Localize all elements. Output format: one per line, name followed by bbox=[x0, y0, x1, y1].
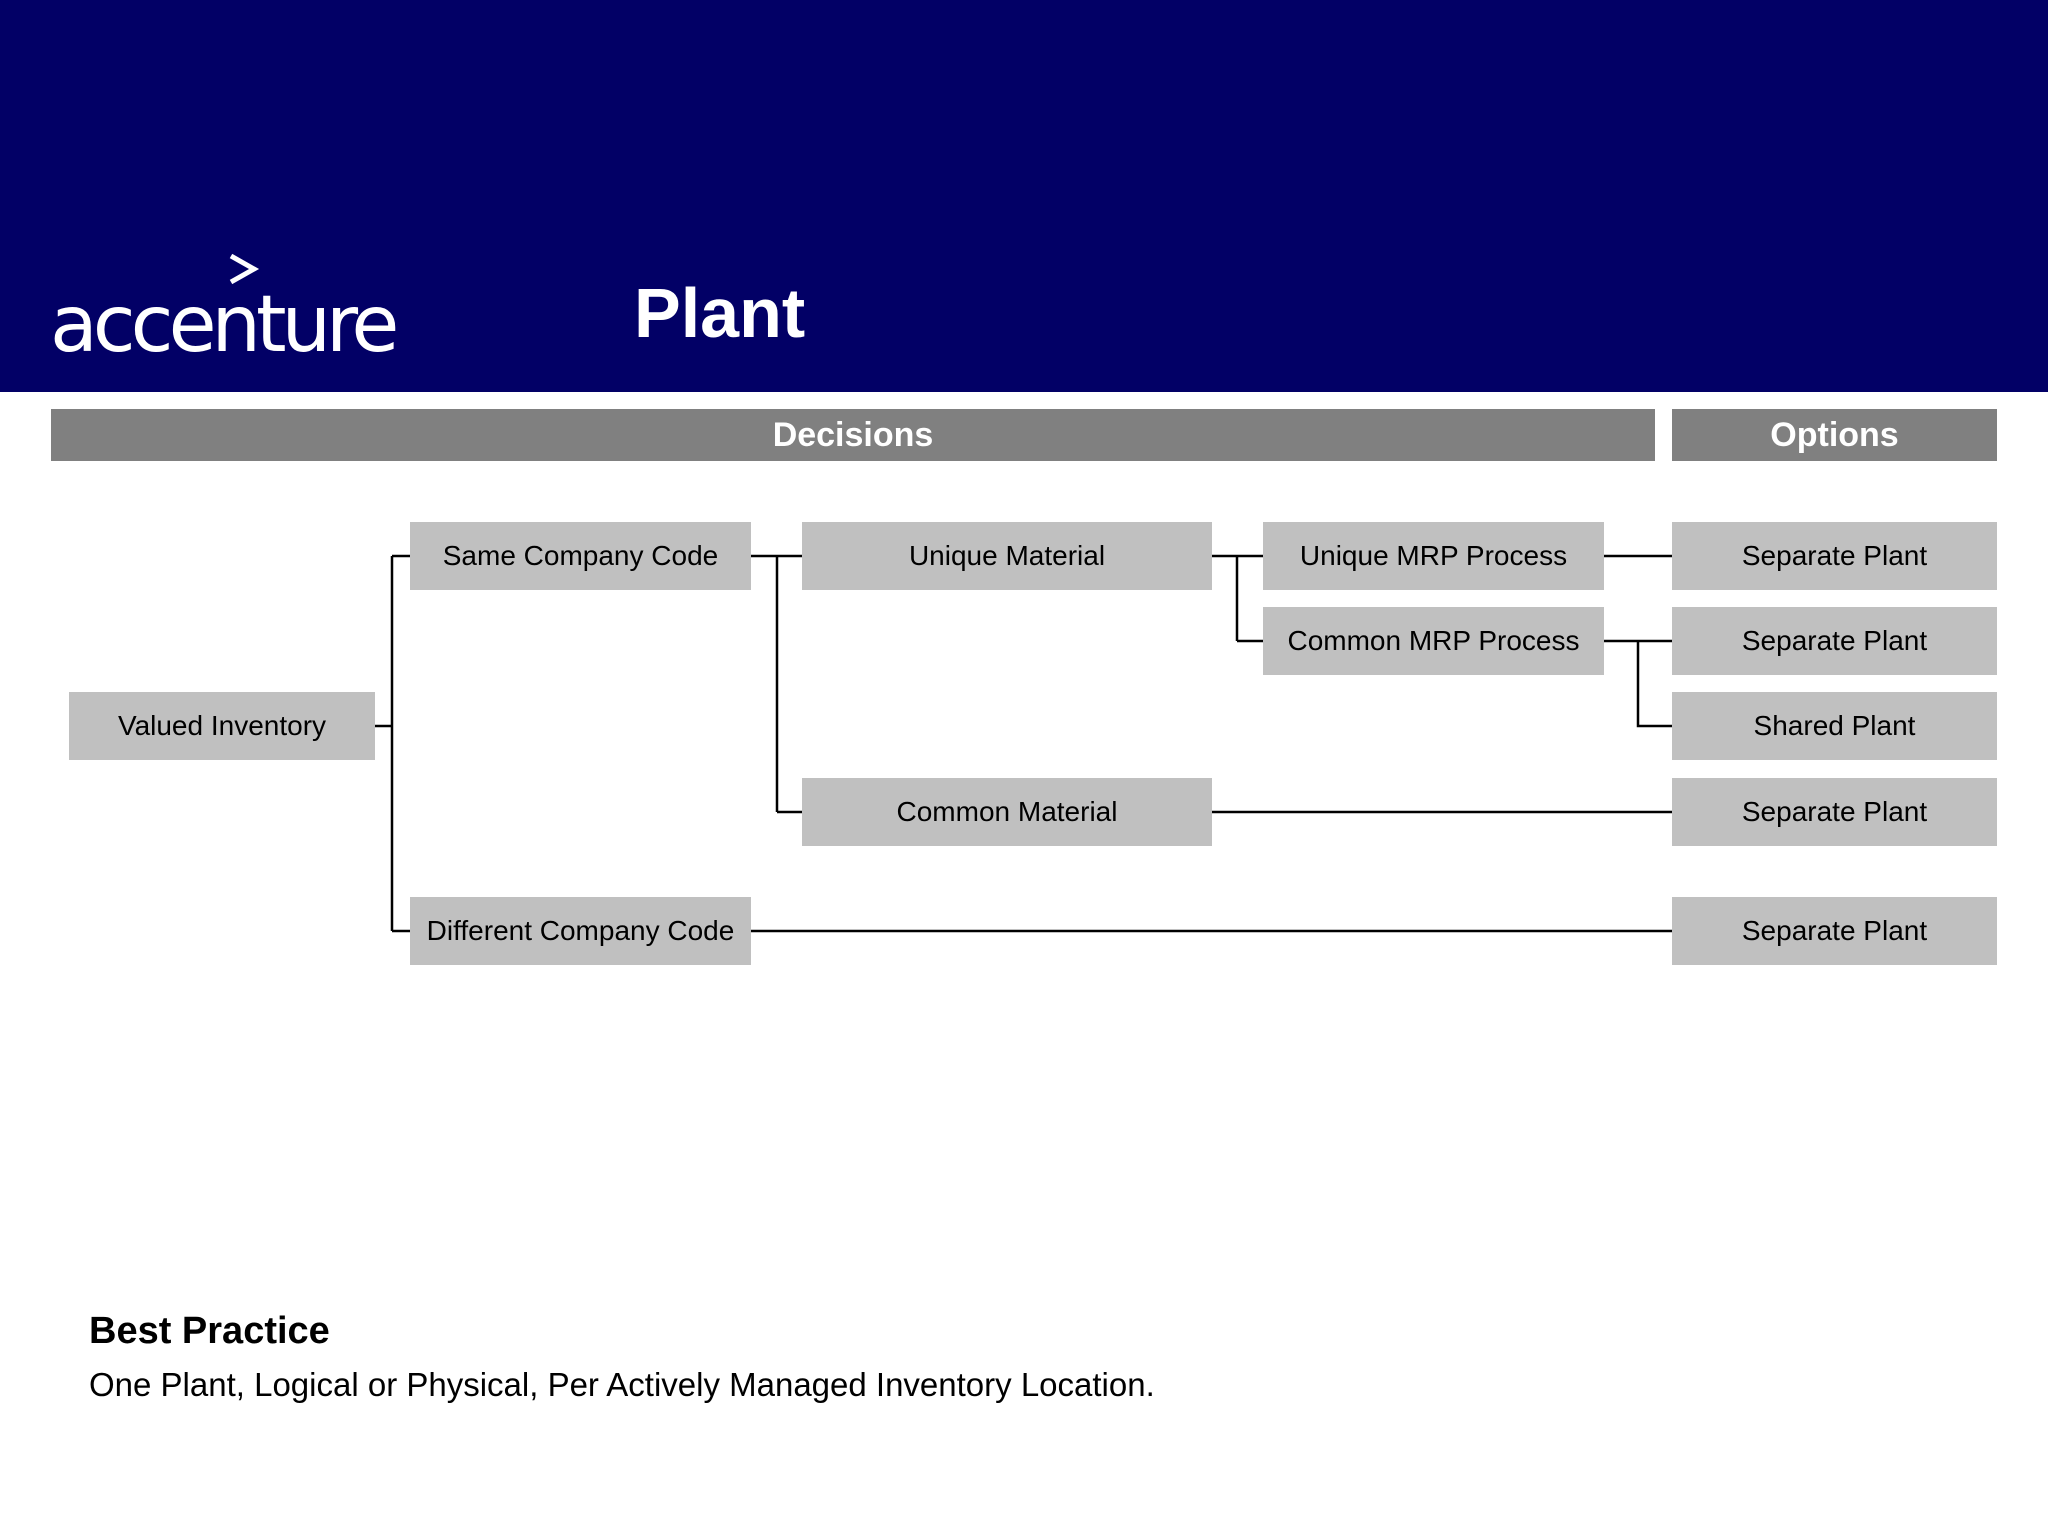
page-title: Plant bbox=[634, 274, 806, 352]
connector-shared-branch bbox=[1636, 641, 1672, 728]
option-separate-plant: Separate Plant bbox=[1672, 778, 1997, 846]
logo-wordmark: accenture bbox=[50, 280, 399, 370]
header-banner: accenture Plant bbox=[0, 0, 2048, 392]
node-unique-mrp-process: Unique MRP Process bbox=[1263, 522, 1604, 590]
option-separate-plant: Separate Plant bbox=[1672, 607, 1997, 675]
decisions-band: Decisions bbox=[51, 409, 1655, 461]
option-shared-plant: Shared Plant bbox=[1672, 692, 1997, 760]
logo-chevron-icon bbox=[229, 253, 260, 285]
node-different-company-code: Different Company Code bbox=[410, 897, 751, 965]
node-common-material: Common Material bbox=[802, 778, 1212, 846]
node-same-company-code: Same Company Code bbox=[410, 522, 751, 590]
options-band: Options bbox=[1672, 409, 1997, 461]
accenture-logo: accenture bbox=[50, 252, 399, 364]
option-separate-plant: Separate Plant bbox=[1672, 897, 1997, 965]
best-practice-heading: Best Practice bbox=[89, 1310, 330, 1352]
option-separate-plant: Separate Plant bbox=[1672, 522, 1997, 590]
node-unique-material: Unique Material bbox=[802, 522, 1212, 590]
node-common-mrp-process: Common MRP Process bbox=[1263, 607, 1604, 675]
node-valued-inventory: Valued Inventory bbox=[69, 692, 375, 760]
best-practice-text: One Plant, Logical or Physical, Per Acti… bbox=[89, 1366, 1155, 1403]
